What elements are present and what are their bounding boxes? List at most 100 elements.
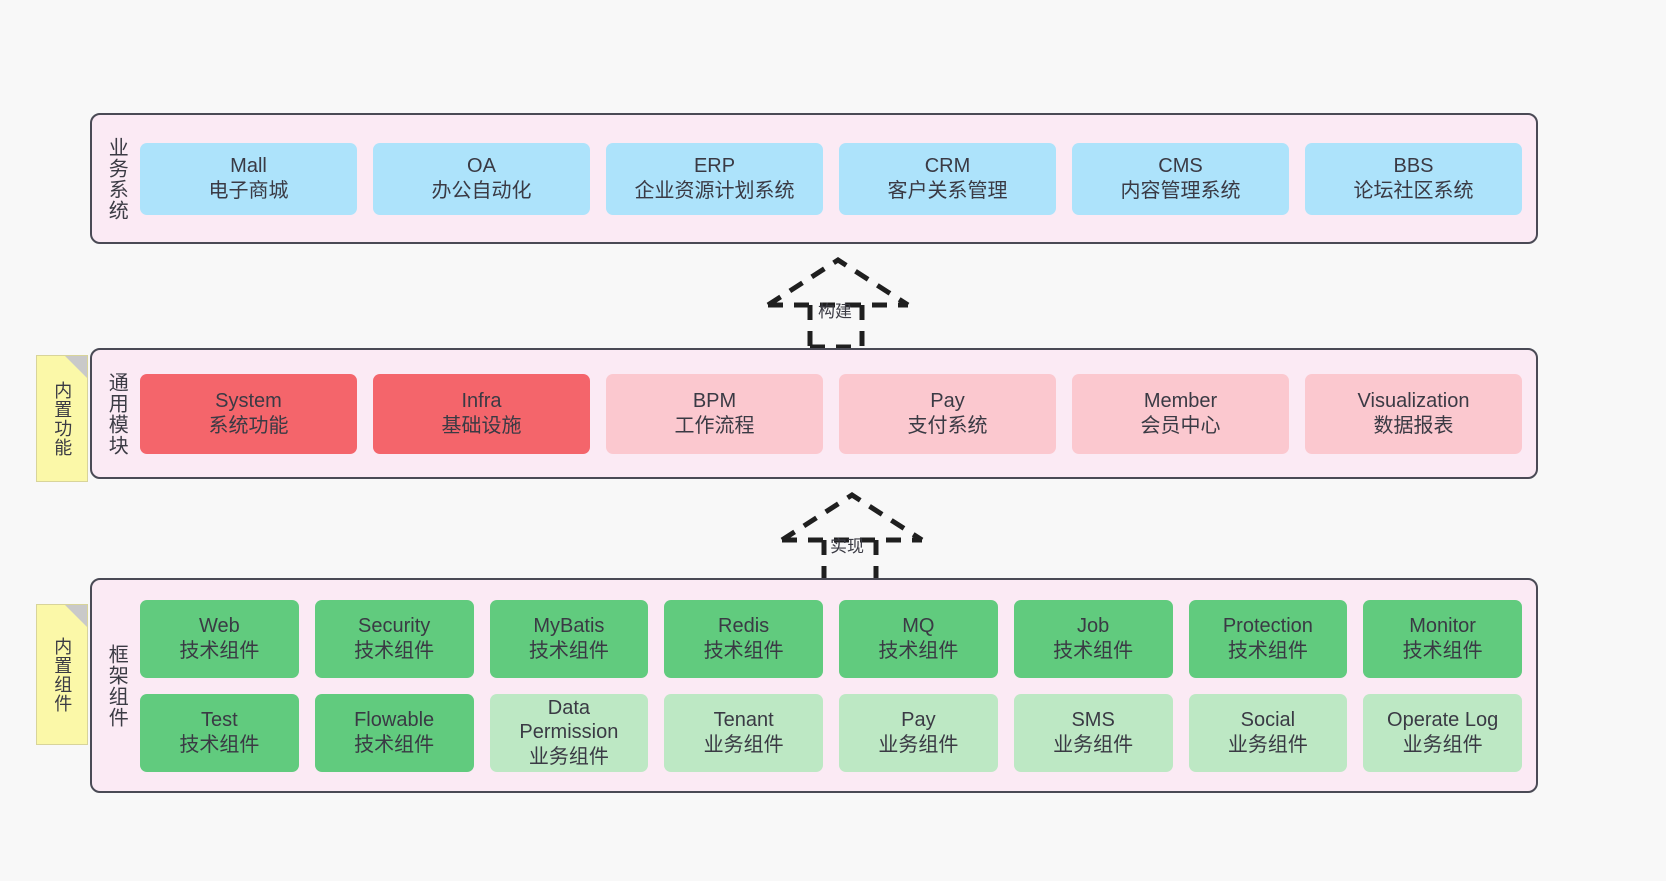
card-subtitle: 技术组件 bbox=[1053, 639, 1134, 662]
card-subtitle: 业务组件 bbox=[703, 733, 784, 756]
card-title: Tenant bbox=[713, 709, 774, 732]
arrow-label-implement: 实现 bbox=[830, 537, 864, 556]
arrow-label-build: 构建 bbox=[818, 302, 852, 321]
card-operate-log[interactable]: Operate Log 业务组件 bbox=[1363, 693, 1522, 772]
note-label: 内置组件 bbox=[52, 636, 73, 713]
card-subtitle: 业务组件 bbox=[1053, 733, 1134, 756]
card-row: Mall 电子商城 OA 办公自动化 ERP 企业资源计划系统 CRM 客户关系… bbox=[140, 142, 1522, 215]
layer-body-common: System 系统功能 Infra 基础设施 BPM 工作流程 Pay 支付系统… bbox=[140, 350, 1536, 477]
card-title: Infra bbox=[461, 390, 502, 413]
card-subtitle: 技术组件 bbox=[354, 639, 435, 662]
card-title: Visualization bbox=[1357, 390, 1470, 413]
arrow-implement: 实现 bbox=[772, 490, 932, 585]
card-web[interactable]: Web 技术组件 bbox=[140, 599, 299, 678]
card-subtitle: 技术组件 bbox=[179, 733, 260, 756]
card-data-permission[interactable]: Data Permission 业务组件 bbox=[489, 693, 649, 772]
card-row: System 系统功能 Infra 基础设施 BPM 工作流程 Pay 支付系统… bbox=[140, 373, 1522, 454]
card-security[interactable]: Security 技术组件 bbox=[314, 599, 474, 678]
card-subtitle: 技术组件 bbox=[179, 639, 260, 662]
card-title: Operate Log bbox=[1387, 709, 1499, 732]
card-title: Redis bbox=[718, 615, 770, 638]
note-label: 内置功能 bbox=[52, 380, 73, 457]
card-title: Security bbox=[358, 615, 431, 638]
card-title: Mall bbox=[230, 155, 267, 178]
card-infra[interactable]: Infra 基础设施 bbox=[373, 373, 590, 454]
card-subtitle: 系统功能 bbox=[208, 414, 289, 437]
card-row: Web 技术组件 Security 技术组件 MyBatis 技术组件 Redi… bbox=[140, 599, 1522, 678]
layer-body-business: Mall 电子商城 OA 办公自动化 ERP 企业资源计划系统 CRM 客户关系… bbox=[140, 115, 1536, 242]
card-bbs[interactable]: BBS 论坛社区系统 bbox=[1305, 142, 1522, 215]
card-visualization[interactable]: Visualization 数据报表 bbox=[1305, 373, 1522, 454]
card-subtitle: 技术组件 bbox=[1227, 639, 1308, 662]
layer-business-systems[interactable]: 业务系统 Mall 电子商城 OA 办公自动化 ERP 企业资源计划系统 CRM… bbox=[90, 113, 1538, 244]
card-title: Social bbox=[1240, 709, 1296, 732]
card-title: Pay bbox=[901, 709, 936, 732]
note-fold-corner-icon bbox=[65, 605, 87, 627]
card-subtitle: 业务组件 bbox=[528, 745, 609, 768]
card-subtitle: 论坛社区系统 bbox=[1353, 179, 1474, 202]
card-tenant[interactable]: Tenant 业务组件 bbox=[664, 693, 823, 772]
card-pay-module[interactable]: Pay 支付系统 bbox=[839, 373, 1056, 454]
card-title: Job bbox=[1077, 615, 1110, 638]
card-subtitle: 办公自动化 bbox=[431, 179, 532, 202]
card-bpm[interactable]: BPM 工作流程 bbox=[606, 373, 823, 454]
card-subtitle: 客户关系管理 bbox=[887, 179, 1008, 202]
card-title: OA bbox=[467, 155, 496, 178]
note-built-in-functions[interactable]: 内置功能 bbox=[36, 355, 88, 482]
card-flowable[interactable]: Flowable 技术组件 bbox=[314, 693, 474, 772]
card-title: Member bbox=[1143, 390, 1218, 413]
card-title: MQ bbox=[902, 615, 935, 638]
card-title: BPM bbox=[692, 390, 737, 413]
card-title: MyBatis bbox=[533, 615, 605, 638]
card-title: ERP bbox=[693, 155, 736, 178]
card-subtitle: 内容管理系统 bbox=[1120, 179, 1241, 202]
arrow-build: 构建 bbox=[758, 255, 918, 350]
card-subtitle: 电子商城 bbox=[208, 179, 289, 202]
card-redis[interactable]: Redis 技术组件 bbox=[664, 599, 823, 678]
card-subtitle: 技术组件 bbox=[528, 639, 609, 662]
layer-title-business: 业务系统 bbox=[105, 136, 128, 221]
card-title: System bbox=[215, 390, 282, 413]
layer-framework-components[interactable]: 框架组件 Web 技术组件 Security 技术组件 MyBatis 技术组件… bbox=[90, 578, 1538, 793]
card-job[interactable]: Job 技术组件 bbox=[1013, 599, 1173, 678]
note-built-in-components[interactable]: 内置组件 bbox=[36, 604, 88, 745]
card-mall[interactable]: Mall 电子商城 bbox=[140, 142, 357, 215]
card-cms[interactable]: CMS 内容管理系统 bbox=[1072, 142, 1289, 215]
card-test[interactable]: Test 技术组件 bbox=[140, 693, 299, 772]
card-title: CRM bbox=[924, 155, 971, 178]
note-fold-corner-icon bbox=[65, 356, 87, 378]
card-title: Data Permission bbox=[519, 696, 619, 744]
card-subtitle: 技术组件 bbox=[878, 639, 959, 662]
card-subtitle: 工作流程 bbox=[674, 414, 755, 437]
card-subtitle: 基础设施 bbox=[441, 414, 522, 437]
card-mybatis[interactable]: MyBatis 技术组件 bbox=[489, 599, 649, 678]
card-monitor[interactable]: Monitor 技术组件 bbox=[1363, 599, 1522, 678]
card-subtitle: 技术组件 bbox=[1402, 639, 1483, 662]
card-subtitle: 业务组件 bbox=[878, 733, 959, 756]
card-title: Test bbox=[201, 709, 238, 732]
card-sms[interactable]: SMS 业务组件 bbox=[1013, 693, 1173, 772]
card-mq[interactable]: MQ 技术组件 bbox=[839, 599, 998, 678]
card-row: Test 技术组件 Flowable 技术组件 Data Permission … bbox=[140, 693, 1522, 772]
card-subtitle: 技术组件 bbox=[703, 639, 784, 662]
card-subtitle: 支付系统 bbox=[907, 414, 988, 437]
dashed-generalization-arrow-icon bbox=[766, 257, 910, 350]
layer-title-framework: 框架组件 bbox=[105, 643, 128, 728]
card-erp[interactable]: ERP 企业资源计划系统 bbox=[606, 142, 823, 215]
card-system[interactable]: System 系统功能 bbox=[140, 373, 357, 454]
card-member[interactable]: Member 会员中心 bbox=[1072, 373, 1289, 454]
card-title: Monitor bbox=[1409, 615, 1476, 638]
card-protection[interactable]: Protection 技术组件 bbox=[1188, 599, 1348, 678]
card-subtitle: 数据报表 bbox=[1373, 414, 1454, 437]
layer-common-modules[interactable]: 通用模块 System 系统功能 Infra 基础设施 BPM 工作流程 Pay… bbox=[90, 348, 1538, 479]
card-oa[interactable]: OA 办公自动化 bbox=[373, 142, 590, 215]
card-pay-component[interactable]: Pay 业务组件 bbox=[839, 693, 998, 772]
card-social[interactable]: Social 业务组件 bbox=[1188, 693, 1348, 772]
layer-body-framework: Web 技术组件 Security 技术组件 MyBatis 技术组件 Redi… bbox=[140, 580, 1536, 791]
card-title: BBS bbox=[1393, 155, 1434, 178]
card-subtitle: 业务组件 bbox=[1402, 733, 1483, 756]
card-title: Web bbox=[198, 615, 240, 638]
card-crm[interactable]: CRM 客户关系管理 bbox=[839, 142, 1056, 215]
card-title: CMS bbox=[1158, 155, 1203, 178]
